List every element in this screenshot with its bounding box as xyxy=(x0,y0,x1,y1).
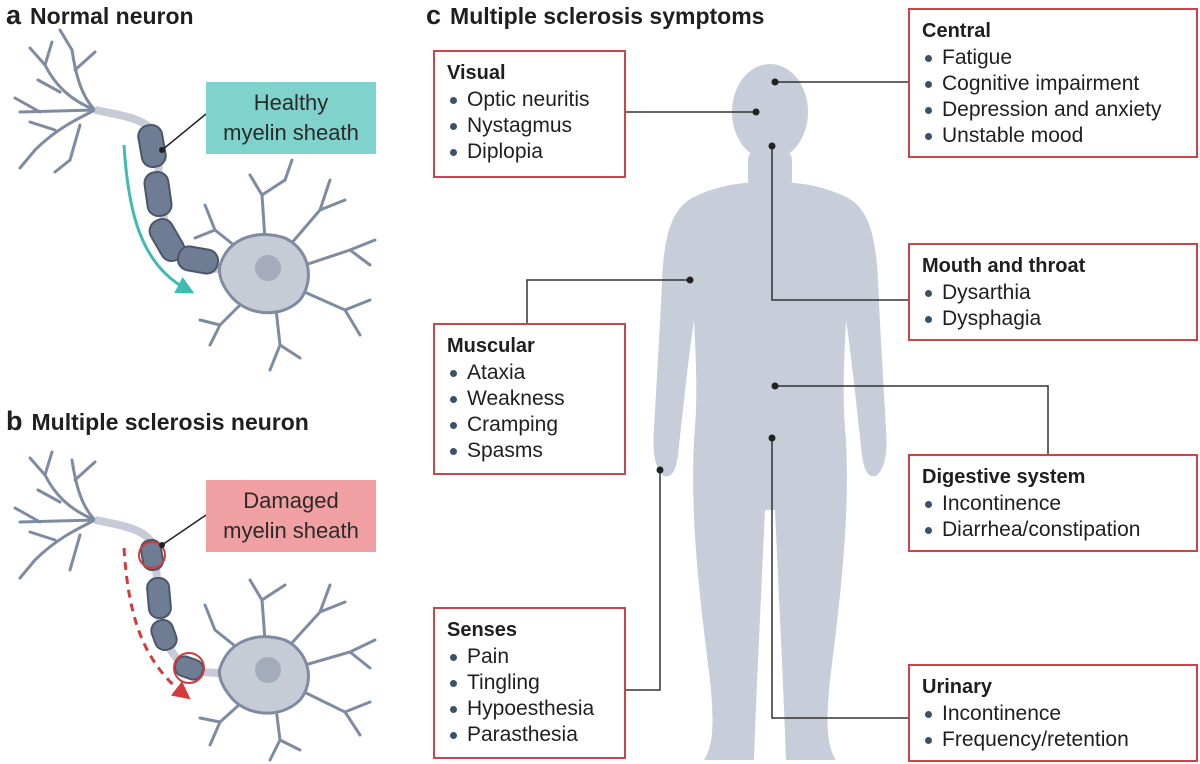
senses-heading: Senses xyxy=(447,619,518,641)
signal-arrow-damaged xyxy=(122,547,191,700)
senses-item: Parasthesia xyxy=(447,722,612,748)
senses-item: Hypoesthesia xyxy=(447,696,612,722)
urinary-symptoms-box: Urinary Incontinence Frequency/retention xyxy=(908,664,1198,762)
healthy-connector-dot xyxy=(159,147,165,153)
healthy-myelin-segments xyxy=(137,123,220,275)
visual-item: Diplopia xyxy=(447,139,612,165)
human-body-silhouette xyxy=(653,64,887,760)
panel-a-letter: a xyxy=(6,0,22,30)
ms-nucleus xyxy=(255,657,281,683)
urinary-item: Incontinence xyxy=(922,701,1184,727)
damaged-label-line2: myelin sheath xyxy=(223,518,359,543)
panel-b-title: b Multiple sclerosis neuron xyxy=(6,406,309,437)
muscular-item: Spasms xyxy=(447,438,612,464)
visual-list: Optic neuritis Nystagmus Diplopia xyxy=(447,87,612,165)
mouth-throat-symptoms-box: Mouth and throat Dysarthia Dysphagia xyxy=(908,243,1198,341)
muscular-symptoms-box: Muscular Ataxia Weakness Cramping Spasms xyxy=(433,323,626,475)
panel-c-title-text: Multiple sclerosis symptoms xyxy=(450,3,765,29)
muscular-connector xyxy=(526,279,690,323)
healthy-myelin-label: Healthy myelin sheath xyxy=(206,82,376,154)
damaged-label-line1: Damaged xyxy=(243,488,339,513)
muscular-list: Ataxia Weakness Cramping Spasms xyxy=(447,360,612,464)
healthy-label-line1: Healthy xyxy=(253,90,329,115)
damage-marker-upper xyxy=(138,541,166,569)
mouth-item: Dysphagia xyxy=(922,306,1184,332)
normal-cell-dendrites xyxy=(193,158,377,372)
visual-item: Optic neuritis xyxy=(447,87,612,113)
visual-item: Nystagmus xyxy=(447,113,612,139)
central-item: Depression and anxiety xyxy=(922,97,1184,123)
mouth-connector xyxy=(771,146,908,301)
central-item: Unstable mood xyxy=(922,123,1184,149)
mouth-item: Dysarthia xyxy=(922,280,1184,306)
senses-list: Pain Tingling Hypoesthesia Parasthesia xyxy=(447,644,612,748)
damaged-connector-dot xyxy=(159,542,165,548)
digestive-connector xyxy=(775,385,1049,454)
urinary-list: Incontinence Frequency/retention xyxy=(922,701,1184,753)
damaged-label-connector xyxy=(161,514,207,546)
senses-item: Tingling xyxy=(447,670,612,696)
symptom-connector-dots xyxy=(656,78,779,474)
normal-nucleus xyxy=(255,255,281,281)
muscular-heading: Muscular xyxy=(447,335,535,357)
central-item: Fatigue xyxy=(922,45,1184,71)
symptom-connectors xyxy=(526,81,1049,719)
urinary-item: Frequency/retention xyxy=(922,727,1184,753)
panel-a-title: a Normal neuron xyxy=(6,0,194,31)
central-item: Cognitive impairment xyxy=(922,71,1184,97)
panel-c-title: c Multiple sclerosis symptoms xyxy=(426,0,764,31)
damaged-myelin-label: Damaged myelin sheath xyxy=(206,480,376,552)
urinary-heading: Urinary xyxy=(922,676,993,698)
senses-item: Pain xyxy=(447,644,612,670)
signal-arrow-healthy xyxy=(122,144,195,294)
mouth-heading: Mouth and throat xyxy=(922,255,1086,277)
ms-neuron-illustration xyxy=(13,450,377,762)
panel-a-title-text: Normal neuron xyxy=(30,3,194,29)
digestive-list: Incontinence Diarrhea/constipation xyxy=(922,491,1184,543)
senses-symptoms-box: Senses Pain Tingling Hypoesthesia Parast… xyxy=(433,607,626,759)
visual-heading: Visual xyxy=(447,62,506,84)
panel-c-letter: c xyxy=(426,0,442,30)
digestive-symptoms-box: Digestive system Incontinence Diarrhea/c… xyxy=(908,454,1198,552)
visual-symptoms-box: Visual Optic neuritis Nystagmus Diplopia xyxy=(433,50,626,178)
healthy-label-connector xyxy=(161,113,207,151)
central-heading: Central xyxy=(922,20,991,42)
healthy-label-line2: myelin sheath xyxy=(223,120,359,145)
normal-dendrites-left xyxy=(13,28,97,174)
mouth-list: Dysarthia Dysphagia xyxy=(922,280,1184,332)
panel-b-title-text: Multiple sclerosis neuron xyxy=(31,409,309,435)
normal-neuron-illustration xyxy=(13,28,377,372)
central-symptoms-box: Central Fatigue Cognitive impairment Dep… xyxy=(908,8,1198,158)
digestive-item: Diarrhea/constipation xyxy=(922,517,1184,543)
urinary-connector xyxy=(771,438,908,719)
ms-cell-dendrites xyxy=(198,578,377,762)
muscular-item: Weakness xyxy=(447,386,612,412)
ms-dendrites-left xyxy=(13,450,97,580)
senses-connector xyxy=(626,470,661,691)
muscular-item: Ataxia xyxy=(447,360,612,386)
digestive-item: Incontinence xyxy=(922,491,1184,517)
damaged-myelin-segments xyxy=(139,538,205,681)
central-list: Fatigue Cognitive impairment Depression … xyxy=(922,45,1184,149)
panel-b-letter: b xyxy=(6,406,23,436)
digestive-heading: Digestive system xyxy=(922,466,1086,488)
muscular-item: Cramping xyxy=(447,412,612,438)
